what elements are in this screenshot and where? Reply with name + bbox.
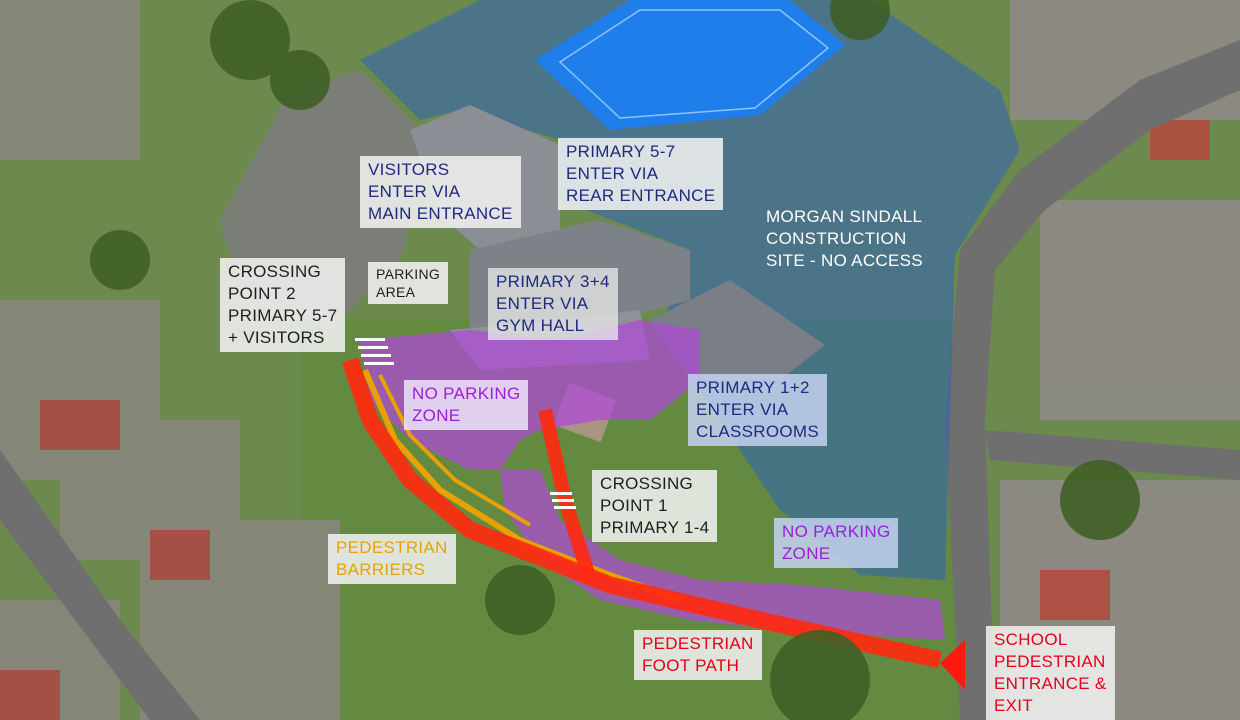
trees xyxy=(90,0,1140,720)
label-line: CROSSING xyxy=(228,262,322,281)
label-line: ZONE xyxy=(412,406,461,425)
red-roof-house xyxy=(1150,120,1210,160)
label-line: PRIMARY 1+2 xyxy=(696,378,810,397)
label-line: SCHOOL xyxy=(994,630,1068,649)
label-line: REAR ENTRANCE xyxy=(566,186,716,205)
label-line: ENTER VIA xyxy=(696,400,789,419)
primary-1-2-entrance-label: PRIMARY 1+2 ENTER VIA CLASSROOMS xyxy=(688,374,827,446)
main-road xyxy=(945,40,1240,720)
label-line: GYM HALL xyxy=(496,316,585,335)
label-line: NO PARKING xyxy=(782,522,891,541)
pedestrian-footpath-label: PEDESTRIAN FOOT PATH xyxy=(634,630,762,680)
label-line: PEDESTRIAN xyxy=(336,538,448,557)
label-line: ENTER VIA xyxy=(496,294,589,313)
no-parking-zone-2 xyxy=(500,470,945,640)
red-roof-house xyxy=(1040,570,1110,620)
label-line: POINT 2 xyxy=(228,284,296,303)
pitch-lines xyxy=(558,9,830,119)
label-line: ENTER VIA xyxy=(566,164,659,183)
entrance-arrow-icon xyxy=(940,640,965,690)
label-line: ZONE xyxy=(782,544,831,563)
label-line: SITE - NO ACCESS xyxy=(766,251,923,270)
red-roof-house xyxy=(40,400,120,450)
label-line: MAIN ENTRANCE xyxy=(368,204,513,223)
label-line: PRIMARY 5-7 xyxy=(566,142,676,161)
label-line: PRIMARY 5-7 xyxy=(228,306,338,325)
no-parking-zone-1 xyxy=(360,320,700,470)
label-line: CONSTRUCTION xyxy=(766,229,907,248)
school-entrance-label: SCHOOL PEDESTRIAN ENTRANCE & EXIT xyxy=(986,626,1115,720)
label-line: EXIT xyxy=(994,696,1033,715)
label-line: + VISITORS xyxy=(228,328,325,347)
label-line: PEDESTRIAN xyxy=(642,634,754,653)
crossing-point-2-stripes xyxy=(355,338,394,365)
visitors-entrance-label: VISITORS ENTER VIA MAIN ENTRANCE xyxy=(360,156,521,228)
red-roof-house xyxy=(150,530,210,580)
side-road xyxy=(985,430,1240,480)
label-line: ENTRANCE & xyxy=(994,674,1107,693)
label-line: MORGAN SINDALL xyxy=(766,207,923,226)
no-parking-zone-2-label: NO PARKING ZONE xyxy=(774,518,899,568)
no-parking-zone-1-label: NO PARKING ZONE xyxy=(404,380,529,430)
crossing-point-1-label: CROSSING POINT 1 PRIMARY 1-4 xyxy=(592,470,718,542)
label-line: PEDESTRIAN xyxy=(994,652,1106,671)
label-line: PRIMARY 3+4 xyxy=(496,272,610,291)
label-line: CROSSING xyxy=(600,474,694,493)
label-line: CLASSROOMS xyxy=(696,422,819,441)
label-line: ENTER VIA xyxy=(368,182,461,201)
crossing-point-1-stripes xyxy=(550,492,576,509)
pedestrian-footpath xyxy=(341,357,942,669)
pedestrian-barrier-line xyxy=(378,374,532,527)
label-line: AREA xyxy=(376,284,416,300)
label-line: PARKING xyxy=(376,266,441,282)
label-line: FOOT PATH xyxy=(642,656,740,675)
pedestrian-barriers-label: PEDESTRIAN BARRIERS xyxy=(328,534,456,584)
primary-5-7-entrance-label: PRIMARY 5-7 ENTER VIA REAR ENTRANCE xyxy=(558,138,724,210)
label-line: VISITORS xyxy=(368,160,450,179)
parking-area-label: PARKING AREA xyxy=(368,262,449,304)
crossing-point-2-label: CROSSING POINT 2 PRIMARY 5-7 + VISITORS xyxy=(220,258,346,352)
label-line: NO PARKING xyxy=(412,384,521,403)
primary-3-4-entrance-label: PRIMARY 3+4 ENTER VIA GYM HALL xyxy=(488,268,618,340)
label-line: PRIMARY 1-4 xyxy=(600,518,710,537)
construction-site-label: MORGAN SINDALL CONSTRUCTION SITE - NO AC… xyxy=(766,206,923,272)
red-roof-house xyxy=(0,670,60,720)
label-line: BARRIERS xyxy=(336,560,426,579)
label-line: POINT 1 xyxy=(600,496,668,515)
